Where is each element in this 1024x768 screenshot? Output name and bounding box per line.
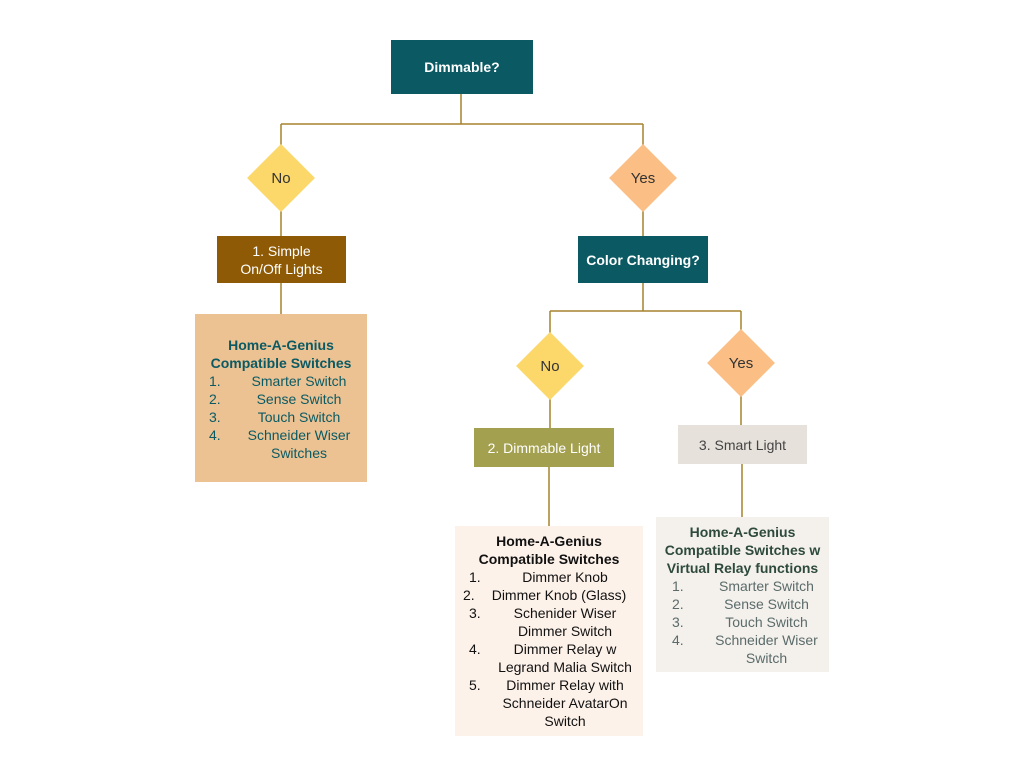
list-item: 1.Smarter Switch (209, 373, 347, 389)
yes-decision-label: Yes (630, 170, 656, 187)
list-item: 2.Dimmer Knob (Glass) (463, 587, 627, 603)
dimmable-question-label: Dimmable? (424, 59, 500, 75)
result1-line2: On/Off Lights (240, 260, 323, 277)
no-decision-label: No (271, 170, 291, 187)
list-item: 3.Touch Switch (672, 614, 808, 630)
result3-label: 3. Smart Light (698, 436, 787, 453)
panel2-heading-line1: Home-A-Genius (496, 533, 602, 549)
list-item: 2.Sense Switch (672, 596, 809, 612)
list-item: 1.Smarter Switch (672, 578, 814, 594)
dimmable-light-result-box: 2. Dimmable Light (474, 428, 614, 467)
sub-no-decision-label: No (540, 358, 560, 375)
list-item: 3.Touch Switch (209, 409, 341, 425)
dimmable-question-box: Dimmable? (391, 40, 533, 94)
color-changing-question-label: Color Changing? (586, 251, 700, 268)
list-item: 4.Dimmer Relay w Legrand Malia Switch (469, 641, 632, 675)
panel1-switch-list: 1.Smarter Switch 2.Sense Switch 3.Touch … (205, 372, 357, 462)
sub-yes-decision-label: Yes (728, 355, 754, 372)
result2-label: 2. Dimmable Light (487, 439, 601, 456)
compatible-switches-panel-3: Home-A-Genius Compatible Switches w Virt… (656, 517, 829, 672)
smart-light-result-box: 3. Smart Light (678, 425, 807, 464)
list-item: 5.Dimmer Relay with Schneider AvatarOn S… (469, 677, 628, 729)
list-item: 1.Dimmer Knob (469, 569, 608, 585)
panel3-heading-line1: Home-A-Genius (689, 524, 796, 540)
color-changing-question-box: Color Changing? (578, 236, 708, 283)
compatible-switches-panel-1: Home-A-Genius Compatible Switches 1.Smar… (195, 314, 367, 482)
panel3-heading-line2: Compatible Switches w (664, 542, 821, 558)
list-item: 4.Schneider Wiser Switch (672, 632, 818, 666)
result1-line1: 1. Simple (252, 242, 311, 259)
compatible-switches-panel-2: Home-A-Genius Compatible Switches 1.Dimm… (455, 526, 643, 736)
panel2-heading-line2: Compatible Switches (478, 551, 620, 567)
simple-onoff-result-box: 1. Simple On/Off Lights (217, 236, 346, 283)
panel3-heading-line3: Virtual Relay functions (666, 560, 819, 576)
list-item: 3.Schenider Wiser Dimmer Switch (469, 605, 617, 639)
panel3-switch-list: 1.Smarter Switch 2.Sense Switch 3.Touch … (658, 577, 827, 667)
panel1-heading-line2: Compatible Switches (210, 355, 352, 371)
panel1-heading-line1: Home-A-Genius (228, 337, 334, 353)
list-item: 2.Sense Switch (209, 391, 342, 407)
panel2-switch-list: 1.Dimmer Knob 2.Dimmer Knob (Glass) 3.Sc… (463, 568, 635, 730)
list-item: 4.Schneider Wiser Switches (209, 427, 351, 461)
